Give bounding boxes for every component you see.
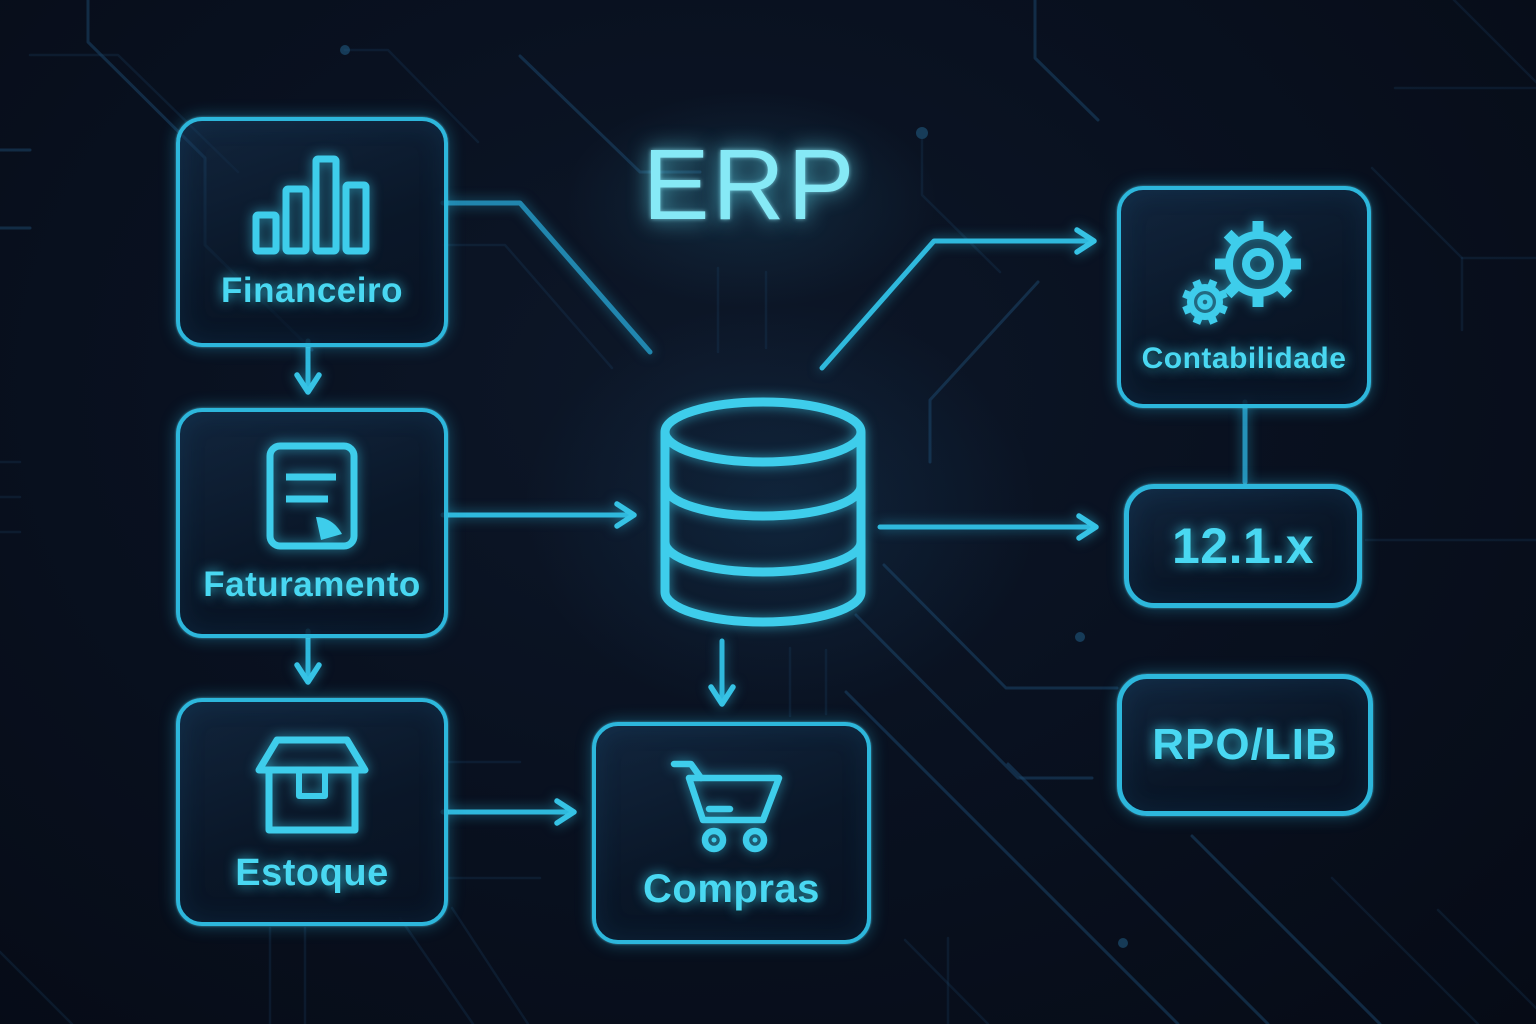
node-label-compras: Compras <box>643 866 820 911</box>
node-faturamento: Faturamento <box>176 408 448 638</box>
node-label-financeiro: Financeiro <box>221 271 403 310</box>
center-glow <box>520 300 1040 720</box>
arrow-database-contabilidade <box>819 227 1097 371</box>
node-label-estoque: Estoque <box>235 851 389 894</box>
package-box-icon <box>255 736 369 833</box>
node-contabilidade: Contabilidade <box>1117 186 1371 408</box>
invoice-document-icon <box>266 442 358 550</box>
node-estoque: Estoque <box>176 698 448 926</box>
node-label-versao: 12.1.x <box>1171 518 1314 574</box>
node-financeiro: Financeiro <box>176 117 448 347</box>
node-rpo-lib: RPO/LIB <box>1117 674 1373 816</box>
node-label-faturamento: Faturamento <box>203 565 421 604</box>
node-versao: 12.1.x <box>1124 484 1362 608</box>
database-icon <box>660 397 866 627</box>
node-compras: Compras <box>592 722 871 944</box>
node-label-contabilidade: Contabilidade <box>1141 342 1347 375</box>
gears-icon <box>1182 221 1301 325</box>
node-label-rpo-lib: RPO/LIB <box>1152 720 1338 769</box>
shopping-cart-icon <box>670 760 782 852</box>
diagram-title: ERP <box>642 129 858 241</box>
bar-chart-icon <box>252 155 370 255</box>
